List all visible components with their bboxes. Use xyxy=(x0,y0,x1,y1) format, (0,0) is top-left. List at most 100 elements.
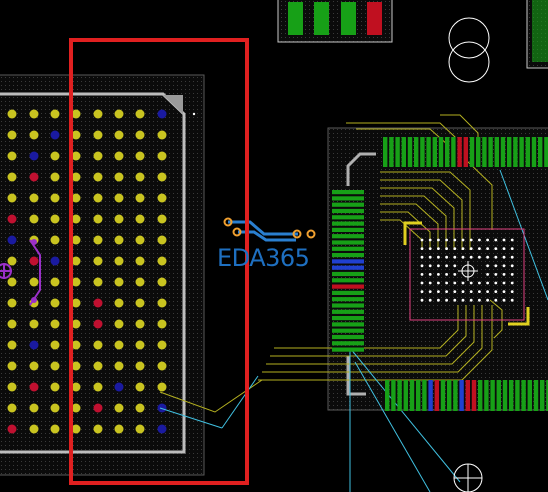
bga-ball xyxy=(135,340,145,350)
bga-ball xyxy=(157,235,167,245)
inner-bga-ball xyxy=(445,273,448,276)
chip-pad xyxy=(478,380,483,411)
chip-pad xyxy=(403,380,408,411)
chip-pad xyxy=(414,137,419,167)
bga-ball xyxy=(29,277,39,287)
chip-pad xyxy=(507,137,512,167)
inner-bga-ball xyxy=(486,273,489,276)
inner-bga-ball xyxy=(437,247,440,251)
inner-bga-ball xyxy=(510,281,514,285)
pin-one-marker xyxy=(163,95,183,114)
bga-ball xyxy=(135,193,145,203)
bga-ball xyxy=(114,214,124,224)
chip-pad xyxy=(531,137,537,167)
bga-ball xyxy=(93,109,103,119)
inner-bga-ball xyxy=(510,290,514,293)
bga-ball xyxy=(29,193,39,203)
chip-pad xyxy=(332,265,364,270)
chip-pad xyxy=(471,380,477,411)
inner-bga-ball xyxy=(486,255,489,259)
chip-pad xyxy=(540,380,545,411)
bga-ball xyxy=(50,382,60,392)
bga-ball xyxy=(114,298,124,308)
bga-ball xyxy=(93,361,103,371)
bga-ball xyxy=(7,403,17,413)
bga-ball xyxy=(157,424,167,434)
inner-bga-ball xyxy=(486,298,489,302)
inner-bga-ball xyxy=(478,247,481,251)
chip-pad xyxy=(332,334,364,340)
inner-bga-ball xyxy=(420,255,424,259)
chip-pad xyxy=(383,137,388,167)
bga-ball xyxy=(50,214,60,224)
inner-bga-ball xyxy=(469,290,473,293)
bga-ball xyxy=(7,172,17,182)
chip-top-pad-row xyxy=(383,137,548,167)
inner-bga-corner-marks xyxy=(403,221,530,326)
purple-pad xyxy=(31,239,37,245)
mounting-hole-symbol xyxy=(448,17,490,83)
bga-ball xyxy=(71,319,81,329)
chip-pad xyxy=(332,322,364,327)
bga-ball xyxy=(29,361,39,371)
inner-bga-ball xyxy=(494,238,498,242)
chip-pad xyxy=(332,246,364,251)
bga-ball xyxy=(7,109,17,119)
bga-ball xyxy=(157,256,167,266)
selection-box[interactable] xyxy=(69,38,249,485)
bga-ball xyxy=(29,319,39,329)
chip-pad xyxy=(332,202,364,207)
inner-bga-ball xyxy=(420,273,424,276)
bga-ball xyxy=(93,256,103,266)
bga-ball xyxy=(157,277,167,287)
bga-ball xyxy=(29,214,39,224)
bga-ball xyxy=(135,130,145,140)
chip-pad xyxy=(438,137,444,167)
bga-ball xyxy=(93,319,103,329)
chip-pad xyxy=(332,278,364,283)
signal-traces xyxy=(159,114,503,413)
top-connector-pads xyxy=(288,2,382,35)
chip-pad xyxy=(513,137,518,167)
chip-pad xyxy=(482,137,487,167)
bottom-mounting-symbol xyxy=(453,463,483,492)
inner-bga-ball xyxy=(453,264,457,268)
chip-pad xyxy=(397,380,402,411)
inner-bga-ball xyxy=(461,247,465,251)
chip-pad xyxy=(546,380,548,411)
bga-ball xyxy=(29,109,39,119)
chip-pad xyxy=(416,380,421,411)
bga-ball xyxy=(157,130,167,140)
chip-pad xyxy=(395,137,400,167)
bga-ball xyxy=(114,382,124,392)
inner-bga-ball xyxy=(502,290,506,293)
bga-ball xyxy=(135,235,145,245)
inner-bga-ball xyxy=(510,238,514,242)
chip-pad xyxy=(426,137,431,167)
bga-ball xyxy=(50,235,60,245)
bga-ball xyxy=(135,277,145,287)
bga-ball xyxy=(114,235,124,245)
chip-pad xyxy=(515,380,520,411)
inner-bga-ball xyxy=(494,264,498,268)
bga-silkscreen-outline xyxy=(0,92,186,454)
chip-pad xyxy=(459,380,464,411)
bga-ball xyxy=(157,193,167,203)
bga-ball xyxy=(7,382,17,392)
inner-bga-ball xyxy=(445,238,448,242)
chip-pad xyxy=(469,137,475,167)
chip-pad xyxy=(445,137,450,167)
inner-bga-ball xyxy=(453,247,457,251)
inner-bga-ball xyxy=(453,298,457,302)
chip-pad xyxy=(332,347,364,352)
chip-pad xyxy=(519,137,524,167)
inner-bga-ball xyxy=(437,255,440,259)
watermark-logo-text: EDA365 xyxy=(217,244,310,272)
bga-ball xyxy=(71,361,81,371)
bga-ball xyxy=(135,298,145,308)
chip-pad xyxy=(332,297,364,302)
chip-pad xyxy=(332,234,364,239)
bga-ball xyxy=(114,172,124,182)
inner-bga-ball xyxy=(453,255,457,259)
